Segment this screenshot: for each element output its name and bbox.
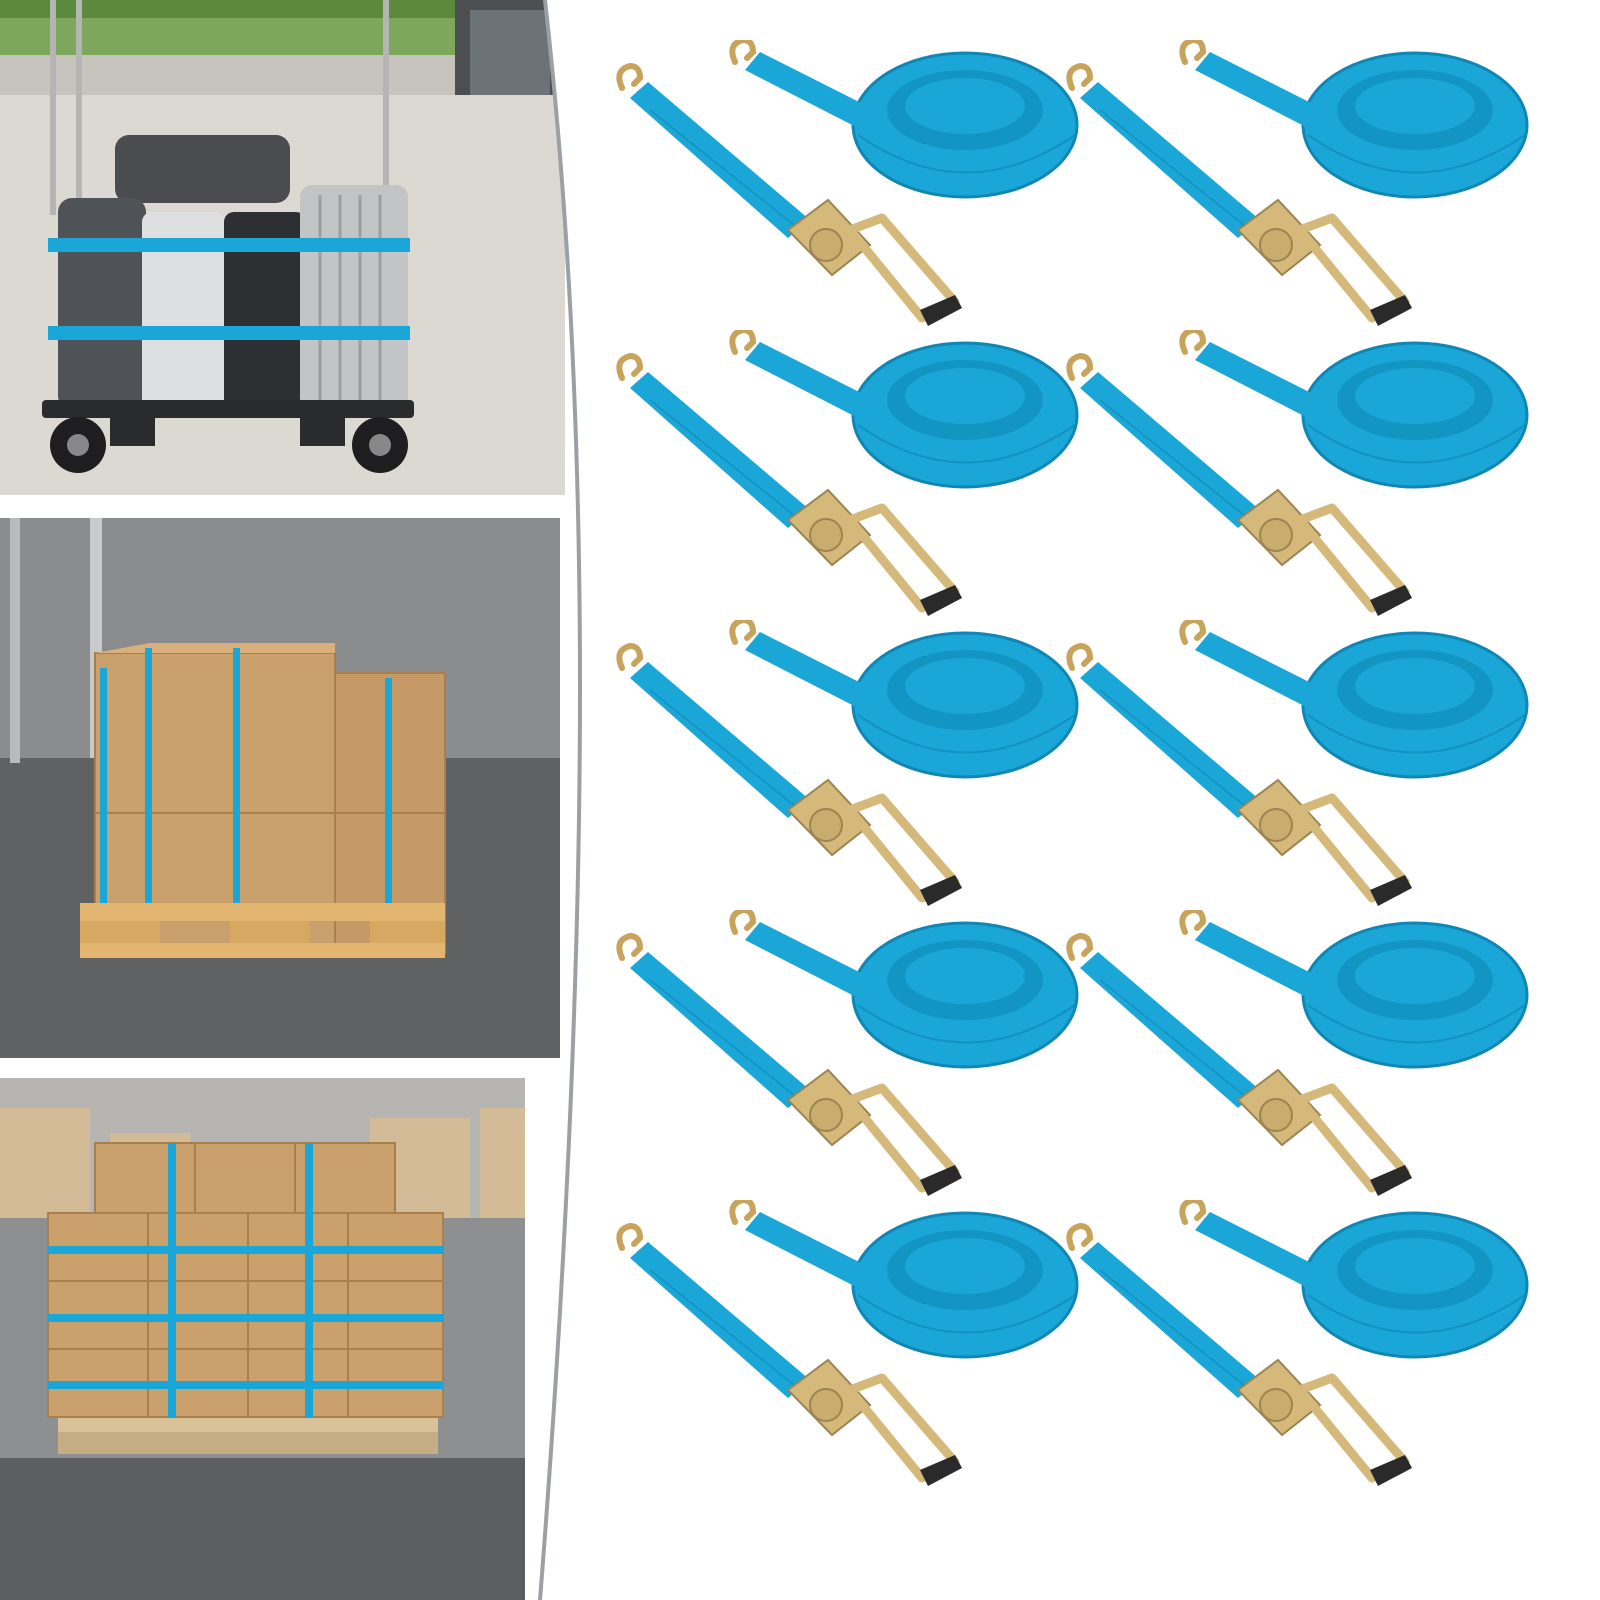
ratchet-strap-set	[1050, 330, 1530, 620]
strap-band	[145, 648, 152, 958]
pallet-storage-scene	[0, 1078, 525, 1600]
suitcase	[115, 135, 290, 203]
ratchet-strap-set	[600, 620, 1080, 910]
ratchet-strap-set	[1050, 1200, 1530, 1490]
strap-band	[385, 678, 392, 958]
strap-band	[100, 668, 107, 958]
strap-band	[305, 1143, 313, 1433]
ratchet-strap-set	[600, 40, 1080, 330]
pallet-warehouse-scene	[0, 518, 560, 1058]
strap-band	[233, 648, 240, 958]
strap-band	[48, 1381, 443, 1389]
strap-band	[48, 1246, 443, 1254]
ratchet-strap-set	[1050, 620, 1530, 910]
ratchet-strap-set	[600, 330, 1080, 620]
ratchet-strap-set	[1050, 910, 1530, 1200]
luggage-cart-scene	[0, 0, 565, 495]
strap-band	[168, 1143, 176, 1433]
strap-band	[48, 326, 410, 340]
usage-scenes-column	[0, 0, 600, 1600]
product-grid	[600, 40, 1600, 1600]
ratchet-strap-set	[600, 910, 1080, 1200]
strap-band	[48, 238, 410, 252]
ratchet-strap-set	[600, 1200, 1080, 1490]
ratchet-strap-set	[1050, 40, 1530, 330]
strap-band	[48, 1314, 443, 1322]
